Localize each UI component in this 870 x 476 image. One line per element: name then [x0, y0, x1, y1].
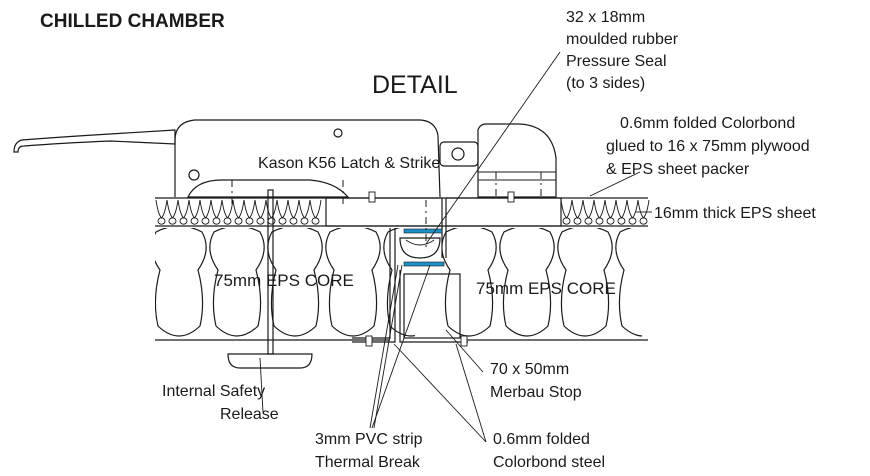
- label-merbau-1: 70 x 50mm: [490, 361, 569, 378]
- label-merbau-2: Merbau Stop: [490, 384, 582, 401]
- label-packer-3: & EPS sheet packer: [606, 161, 750, 178]
- label-seal-4: (to 3 sides): [566, 75, 645, 92]
- eps-core-left: [155, 228, 415, 337]
- plywood-packer-right: [445, 197, 562, 227]
- pvc-strip-upper: [403, 228, 443, 234]
- label-core-right: 75mm EPS CORE: [476, 279, 616, 298]
- diagram-title: CHILLED CHAMBER: [40, 11, 225, 32]
- label-pvc-1: 3mm PVC strip: [315, 431, 423, 448]
- label-seal-1: 32 x 18mm: [566, 9, 645, 26]
- merbau-stop: [403, 273, 461, 339]
- detail-heading: DETAIL: [372, 71, 458, 99]
- merbau-skin: [399, 270, 468, 343]
- eps-core-right: [442, 228, 642, 337]
- label-packer-1: 0.6mm folded Colorbond: [620, 115, 795, 132]
- kason-latch: [13, 119, 441, 198]
- leader-lines: [259, 51, 652, 443]
- label-colorbond-1: 0.6mm folded: [493, 431, 590, 448]
- label-latch: Kason K56 Latch & Strike: [258, 155, 440, 172]
- label-eps-sheet: 16mm thick EPS sheet: [654, 205, 816, 222]
- kason-strike: [439, 123, 557, 198]
- label-core-left: 75mm EPS CORE: [214, 271, 354, 290]
- label-packer-2: glued to 16 x 75mm plywood: [606, 138, 810, 155]
- pressure-seal: [399, 237, 441, 259]
- plywood-packer-left: [325, 197, 443, 227]
- label-seal-2: moulded rubber: [566, 31, 679, 48]
- screws: [365, 191, 515, 347]
- internal-safety-release: [227, 189, 313, 369]
- label-safety-1: Internal Safety: [162, 383, 265, 400]
- label-colorbond-2: Colorbond steel: [493, 454, 605, 471]
- label-seal-3: Pressure Seal: [566, 53, 667, 70]
- label-pvc-2: Thermal Break: [315, 454, 421, 471]
- eps-sheet-top: [155, 197, 650, 227]
- pvc-strip-lower: [403, 261, 445, 267]
- label-safety-2: Release: [220, 406, 279, 423]
